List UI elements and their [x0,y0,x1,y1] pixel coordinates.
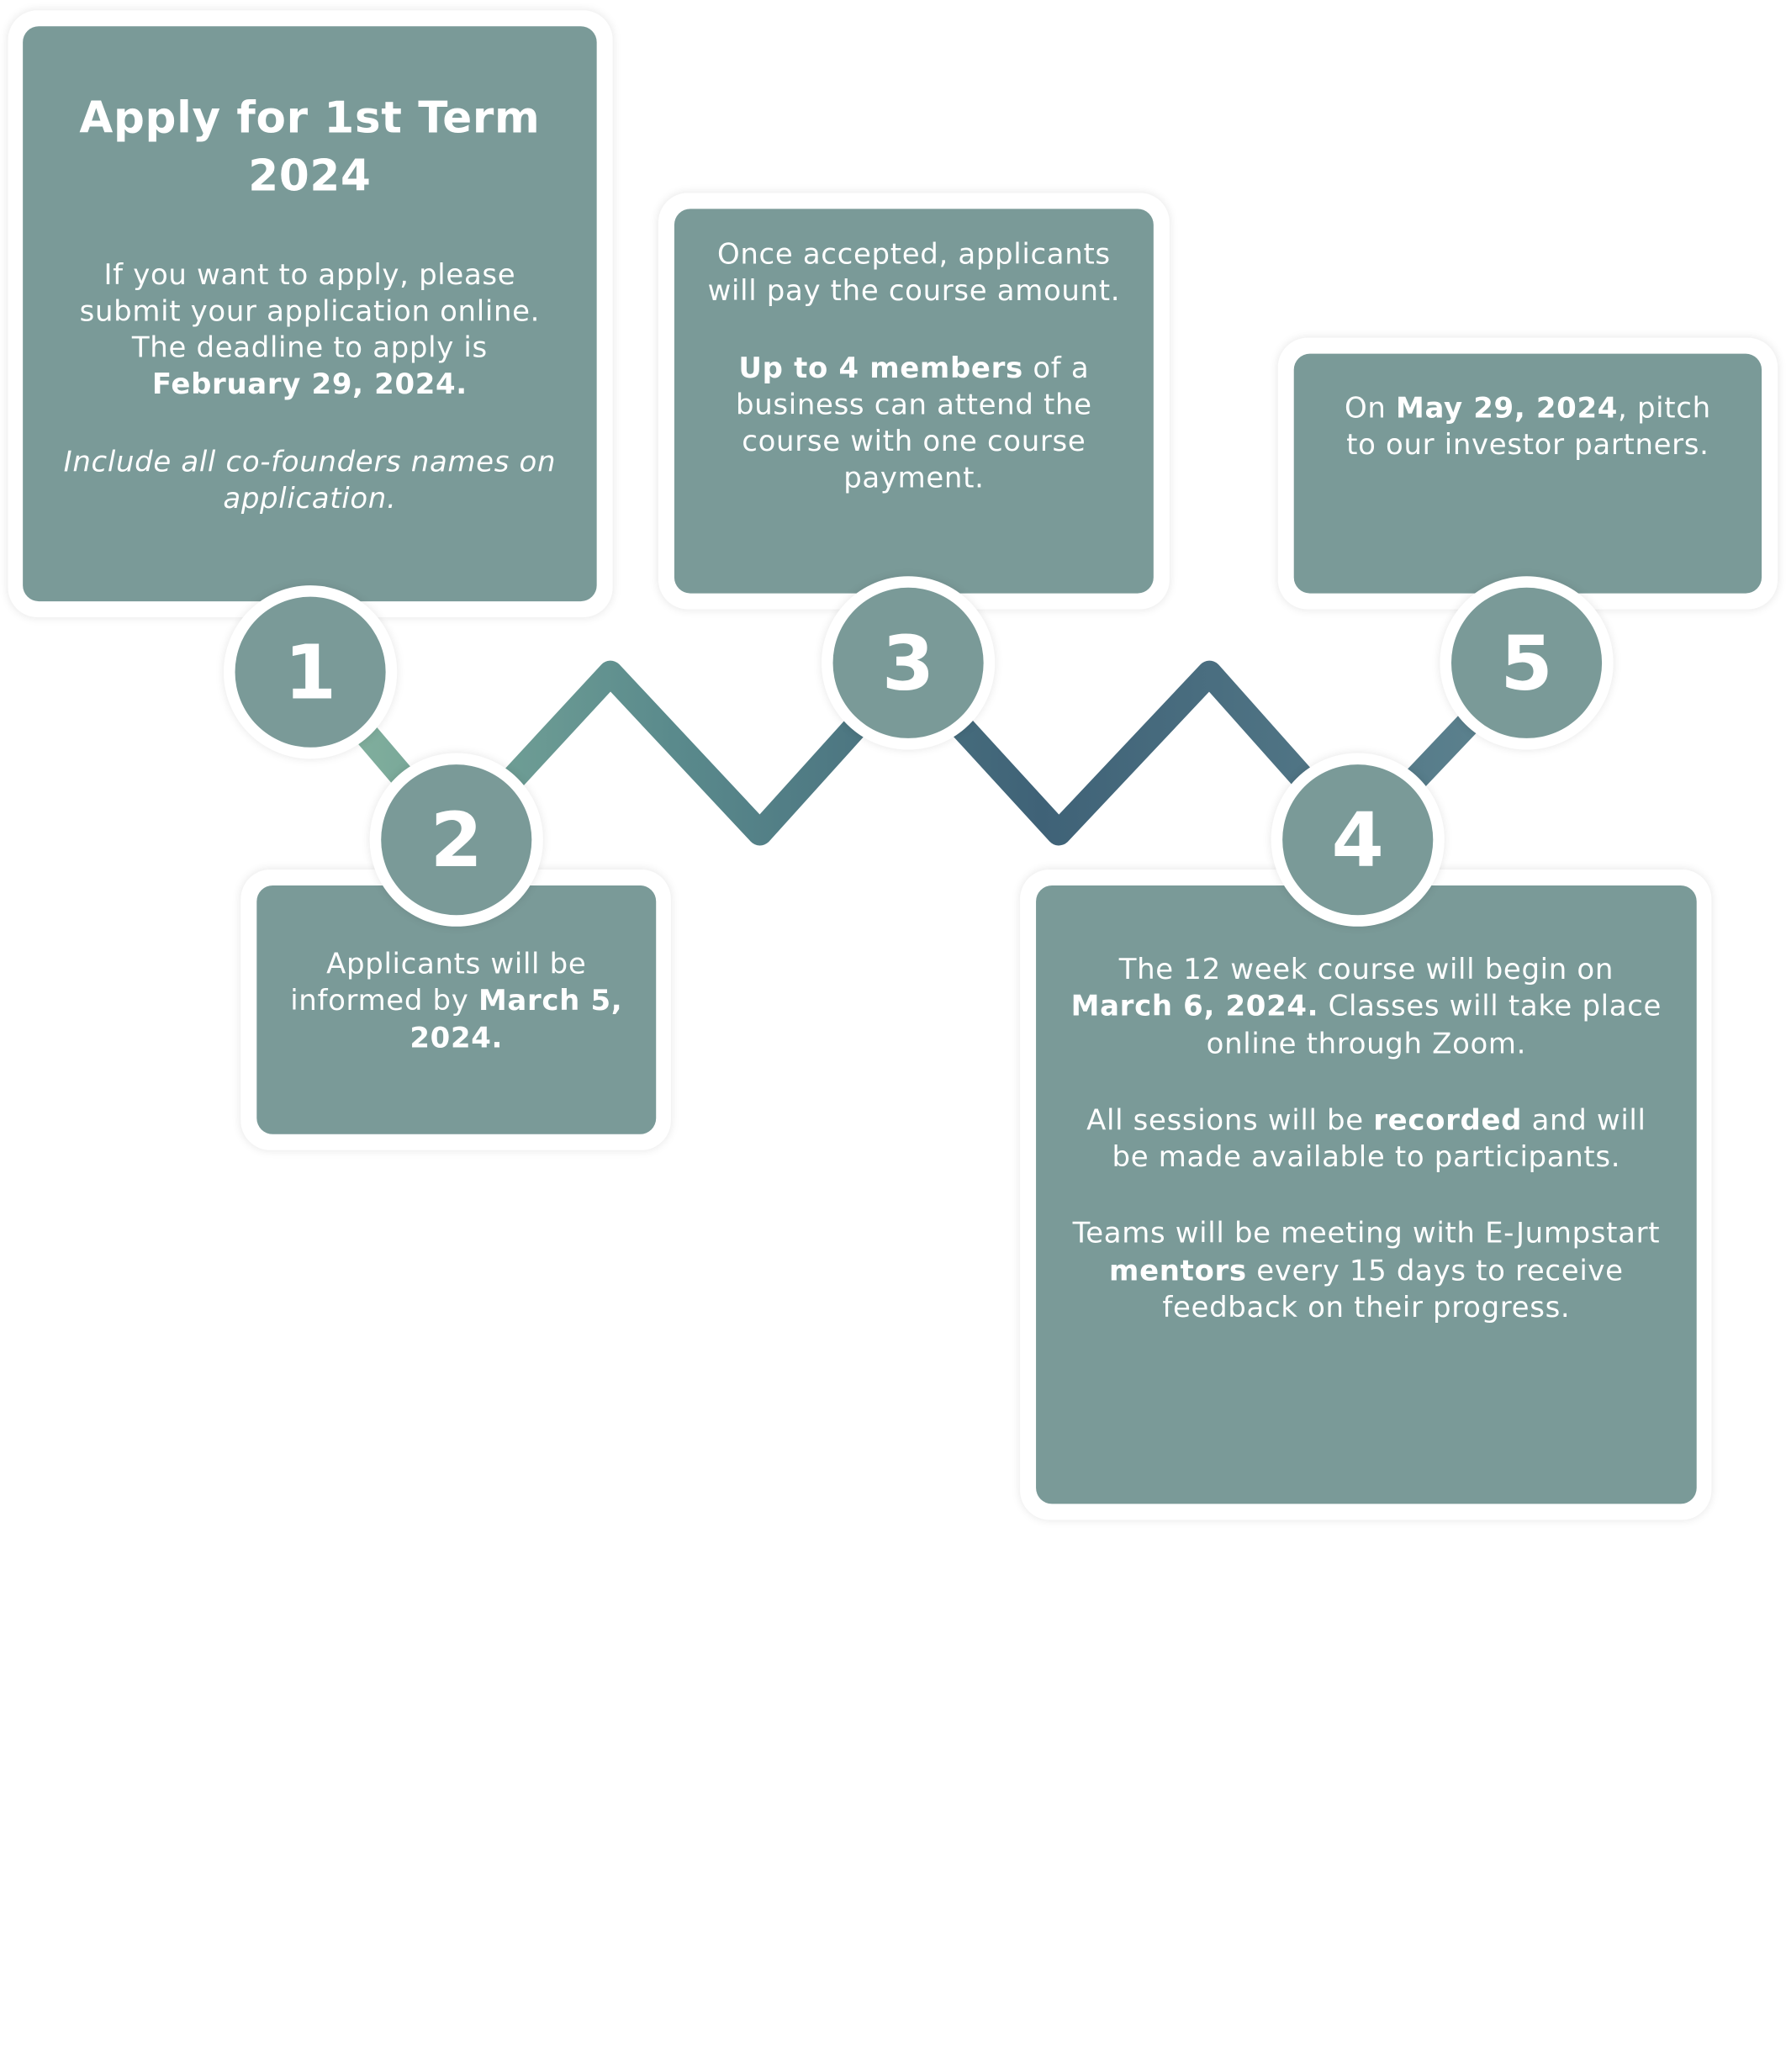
step-1-note: Include all co-founders names on applica… [63,444,557,515]
step-3-members-note: Up to 4 members of a business can attend… [736,351,1092,494]
step-5-number: 5 [1500,619,1553,707]
step-5-badge: 5 [1450,587,1603,738]
step-5-card: On May 29, 2024, pitch to our investor p… [1293,353,1762,594]
step-3-badge: 3 [832,587,984,738]
step-1-badge: 1 [235,596,386,748]
step-4-mentors-note: Teams will be meeting with E-Jumpstart m… [1072,1216,1661,1324]
step-3-description: Once accepted, applicants will pay the c… [707,237,1121,308]
step-1-number: 1 [283,627,337,716]
step-3-card: Once accepted, applicants will pay the c… [674,209,1154,594]
step-4-card: The 12 week course will begin on March 6… [1036,885,1697,1504]
step-1-description: If you want to apply, please submit your… [79,257,541,401]
step-2-description: Applicants will be informed by March 5, … [290,947,623,1054]
step-2-card: Applicants will be informed by March 5, … [256,885,657,1134]
step-1-title: Apply for 1st Term 2024 [79,92,541,202]
step-4-description: The 12 week course will begin on March 6… [1070,953,1662,1060]
step-1-card: Apply for 1st Term 2024 If you want to a… [23,26,597,602]
step-2-number: 2 [430,796,483,884]
step-2-badge: 2 [381,764,532,916]
step-4-badge: 4 [1282,764,1434,916]
step-4-recording-note: All sessions will be recorded and will b… [1086,1102,1646,1173]
step-4-number: 4 [1331,796,1384,884]
step-3-number: 3 [881,619,935,707]
step-5-description: On May 29, 2024, pitch to our investor p… [1345,391,1711,462]
